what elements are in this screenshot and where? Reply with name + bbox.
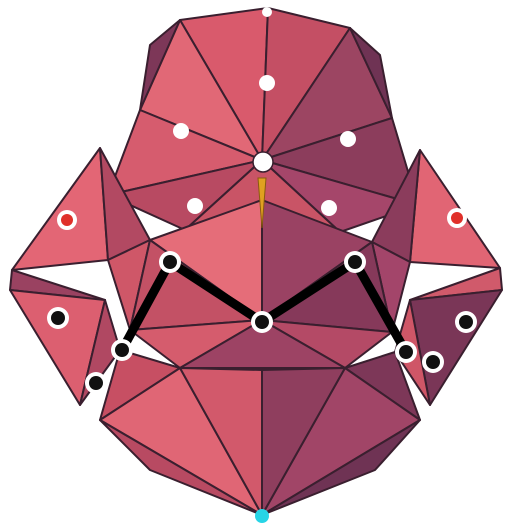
white-marker xyxy=(259,75,275,91)
center-star-icon xyxy=(253,152,273,172)
black-marker xyxy=(85,372,107,394)
cyan-marker xyxy=(255,509,269,523)
black-marker xyxy=(47,307,69,329)
red-marker xyxy=(61,214,73,226)
red-marker xyxy=(451,212,463,224)
black-marker xyxy=(422,351,444,373)
white-marker xyxy=(173,123,189,139)
black-marker xyxy=(344,251,366,273)
black-marker xyxy=(159,251,181,273)
black-marker xyxy=(395,341,417,363)
black-marker xyxy=(111,339,133,361)
white-marker xyxy=(262,7,272,17)
black-marker xyxy=(455,311,477,333)
white-marker xyxy=(187,198,203,214)
black-marker xyxy=(251,311,273,333)
white-marker xyxy=(321,200,337,216)
white-marker xyxy=(340,131,356,147)
